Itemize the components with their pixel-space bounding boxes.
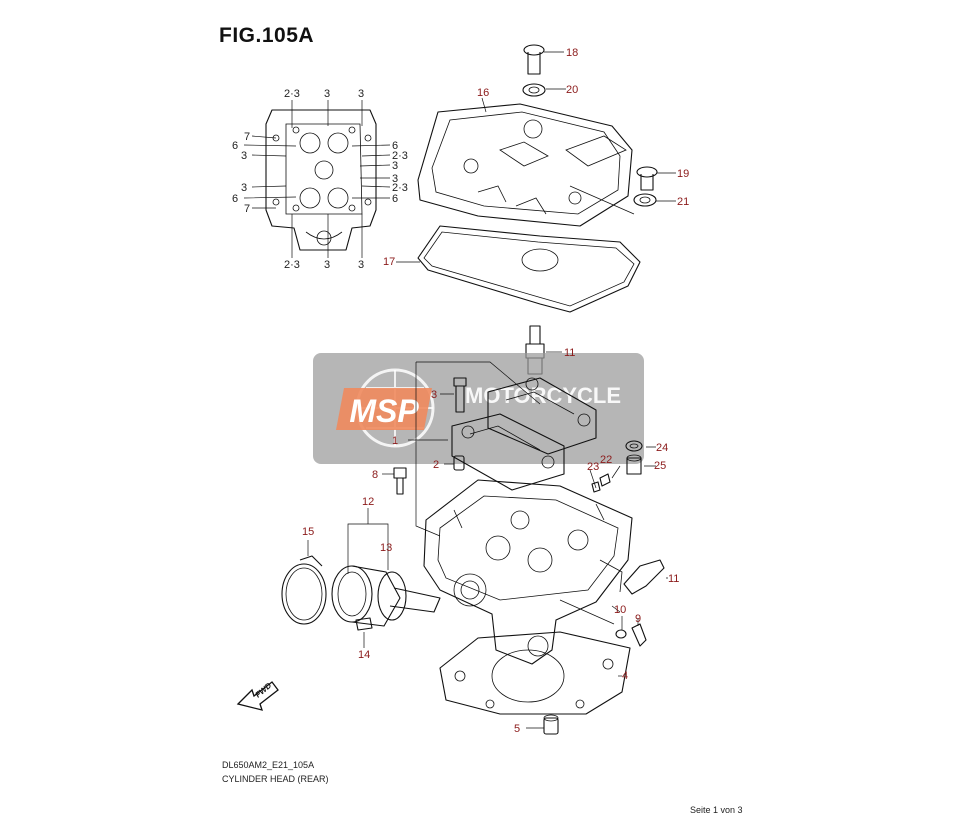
inset-label-right-2: 2·3 — [392, 150, 408, 162]
callout-16: 16 — [477, 87, 489, 99]
inset-label-left-4: 3 — [241, 182, 247, 194]
inset-label-left-1: 7 — [244, 131, 250, 143]
head-cover-gasket — [417, 225, 641, 313]
figure-subtitle: CYLINDER HEAD (REAR) — [222, 774, 329, 784]
inset-label-right-6: 6 — [392, 193, 398, 205]
callout-8: 8 — [372, 469, 378, 481]
camshaft-holders — [408, 361, 597, 537]
cylinder-head-gasket — [439, 631, 631, 715]
callout-5: 5 — [514, 723, 520, 735]
dowel-pin-5 — [526, 714, 559, 735]
watermark-logo-text: MSP — [349, 393, 419, 429]
callout-21: 21 — [677, 196, 689, 208]
callout-24: 24 — [656, 442, 668, 454]
callout-1: 1 — [392, 435, 398, 447]
cylinder-head — [423, 479, 633, 665]
inset-label-left-6: 7 — [244, 203, 250, 215]
inset-labels: 2·3 3 3 2·3 3 3 7 6 3 3 6 7 6 2·3 3 3 2·… — [232, 88, 408, 271]
inset-label-top-1: 2·3 — [284, 88, 300, 100]
callout-11-upper: 11 — [564, 347, 575, 359]
inset-label-right-4: 3 — [392, 173, 398, 185]
watermark: MSP MOTORCYCLE — [313, 353, 644, 464]
inset-label-bottom-1: 2·3 — [284, 259, 300, 271]
callout-19: 19 — [677, 168, 689, 180]
inset-label-bottom-3: 3 — [358, 259, 364, 271]
inset-label-bottom-2: 3 — [324, 259, 330, 271]
callout-22: 22 — [600, 454, 612, 466]
callout-12: 12 — [362, 496, 374, 508]
inset-label-left-2: 6 — [232, 140, 238, 152]
head-small-parts — [559, 440, 668, 647]
inset-label-top-2: 3 — [324, 88, 330, 100]
intake-pipe-and-clamp — [281, 508, 441, 648]
callout-25: 25 — [654, 460, 666, 472]
callout-13: 13 — [380, 542, 392, 554]
cylinder-head-cover — [417, 103, 633, 227]
page-number: Seite 1 von 3 — [690, 805, 743, 815]
callout-23: 23 — [587, 461, 599, 473]
model-code: DL650AM2_E21_105A — [222, 760, 315, 770]
callout-2: 2 — [433, 459, 439, 471]
fwd-arrow-icon: FWD — [236, 681, 279, 711]
callout-4: 4 — [622, 670, 628, 682]
callout-18: 18 — [566, 47, 578, 59]
inset-label-top-3: 3 — [358, 88, 364, 100]
callout-3: 3 — [431, 389, 437, 401]
callout-15: 15 — [302, 526, 314, 538]
callout-9: 9 — [635, 613, 641, 625]
part-callouts: 18 20 16 19 21 17 11 3 1 2 8 24 25 22 23… — [302, 47, 689, 735]
inset-label-right-5: 2·3 — [392, 182, 408, 194]
bolt-8 — [382, 467, 407, 495]
figure-title: FIG.105A — [219, 24, 315, 47]
inset-label-right-1: 6 — [392, 140, 398, 152]
inset-label-right-3: 3 — [392, 160, 398, 172]
callout-10: 10 — [614, 604, 626, 616]
inset-head-top-view — [243, 100, 391, 258]
callout-17: 17 — [383, 256, 395, 268]
callout-20: 20 — [566, 84, 578, 96]
watermark-brand-text: MOTORCYCLE — [465, 383, 621, 408]
cover-bolts — [396, 44, 676, 263]
inset-label-left-3: 3 — [241, 150, 247, 162]
callout-14: 14 — [358, 649, 370, 661]
inset-label-left-5: 6 — [232, 193, 238, 205]
callout-11-lower: 11 — [668, 573, 679, 585]
